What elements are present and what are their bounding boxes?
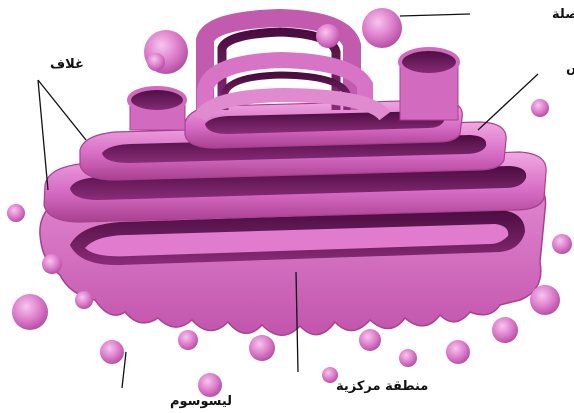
cisterna-stack (44, 100, 546, 222)
curved-cisternae (200, 18, 385, 118)
vesicle (492, 317, 518, 343)
vesicle (446, 340, 470, 364)
vesicle (359, 329, 381, 351)
vesicle (316, 24, 340, 48)
lysosome-label: ليسوسوم (170, 394, 232, 409)
vesicle-label: حويصلة (552, 7, 574, 22)
vesicle (100, 340, 124, 364)
vesicle (249, 335, 275, 361)
vesicle (530, 285, 560, 315)
vesicle (531, 99, 549, 117)
vesicle (399, 349, 417, 367)
vesicle (178, 330, 198, 350)
membrane-leader-1 (38, 80, 48, 190)
vesicle-leader (400, 14, 470, 16)
membrane-label: غلاف (50, 57, 84, 72)
sac-label: كيس (566, 61, 574, 76)
vesicle (147, 53, 165, 71)
vesicle (12, 294, 48, 330)
sac-leader (478, 74, 538, 130)
membrane-leader-2 (38, 80, 86, 140)
vesicle (42, 254, 62, 274)
vesicle (75, 291, 93, 309)
vesicle (552, 234, 572, 254)
central-region-label: منطقة مركزية (336, 379, 428, 394)
vesicle (7, 204, 25, 222)
vesicle (362, 8, 402, 48)
